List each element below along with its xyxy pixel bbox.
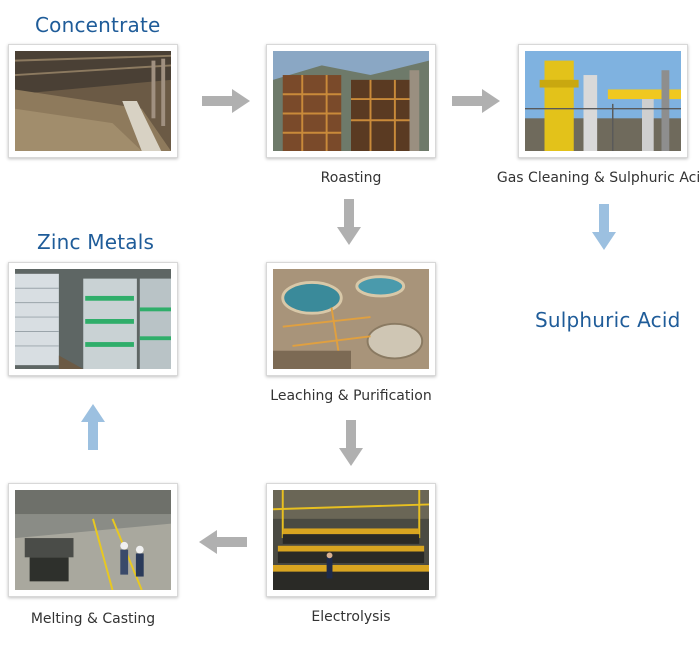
caption-roasting: Roasting	[320, 170, 382, 186]
arrow-down-icon	[337, 199, 361, 245]
arrow-right-icon	[202, 89, 250, 113]
leaching-photo	[266, 262, 436, 376]
arrow-left-icon	[199, 530, 247, 554]
gas-cleaning-photo	[518, 44, 688, 158]
concentrate-photo	[8, 44, 178, 158]
electrolysis-photo	[266, 483, 436, 597]
caption-gas-cleaning: Gas Cleaning & Sulphuric Acid	[496, 170, 700, 186]
arrow-down-blue-icon	[592, 204, 616, 250]
arrow-down-icon	[339, 420, 363, 466]
arrow-right-icon	[452, 89, 500, 113]
heading-concentrate: Concentrate	[35, 13, 161, 37]
melting-casting-photo	[8, 483, 178, 597]
heading-zinc-metals: Zinc Metals	[37, 230, 155, 254]
arrow-up-blue-icon	[81, 404, 105, 450]
caption-melting-casting: Melting & Casting	[30, 611, 156, 627]
roasting-photo	[266, 44, 436, 158]
caption-leaching: Leaching & Purification	[270, 388, 432, 404]
zinc-metals-photo	[8, 262, 178, 376]
caption-electrolysis: Electrolysis	[311, 609, 391, 625]
heading-sulphuric-acid: Sulphuric Acid	[535, 308, 681, 332]
